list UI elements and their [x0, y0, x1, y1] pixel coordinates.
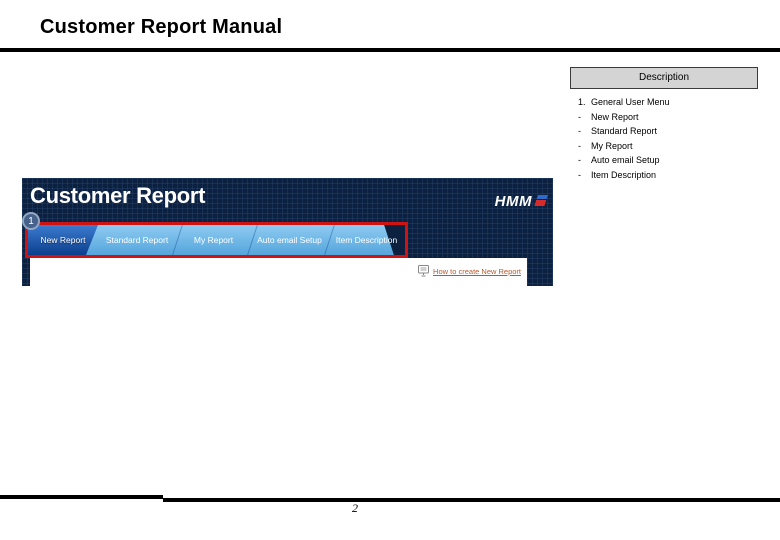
hmm-logo: HMM	[495, 193, 548, 210]
list-item-label: My Report	[591, 140, 633, 151]
list-item-label: Item Description	[591, 169, 657, 180]
app-screenshot: Customer Report HMM 1 New Report Standar…	[22, 178, 553, 286]
list-item-marker: -	[578, 169, 581, 180]
tab-new-report[interactable]: New Report	[28, 225, 98, 255]
app-header-title: Customer Report	[30, 183, 206, 208]
callout-badge-1: 1	[22, 212, 40, 230]
page-title: Customer Report Manual	[40, 16, 283, 38]
page-number: 2	[352, 501, 358, 515]
list-item-marker: -	[578, 140, 581, 151]
list-item: - Standard Report	[578, 124, 768, 139]
list-item-marker: 1.	[578, 97, 586, 107]
list-item: - New Report	[578, 110, 768, 125]
title-divider	[0, 48, 780, 52]
description-list: 1. General User Menu - New Report - Stan…	[578, 95, 768, 182]
list-item: - Item Description	[578, 168, 768, 183]
help-monitor-icon	[418, 265, 430, 277]
hmm-logo-text: HMM	[494, 193, 532, 210]
tab-my-report[interactable]: My Report	[176, 225, 251, 255]
list-item-label: Auto email Setup	[591, 155, 660, 165]
list-item-label: Standard Report	[591, 126, 658, 136]
tab-standard-report[interactable]: Standard Report	[105, 235, 169, 245]
help-link-label: How to create New Report	[433, 266, 521, 276]
list-item: - My Report	[578, 139, 768, 154]
list-item-marker: -	[578, 111, 581, 122]
tab-bar-highlight: New Report Standard Report My Report Aut…	[25, 222, 408, 258]
tab-auto-email-setup[interactable]: Auto email Setup	[251, 225, 328, 255]
list-item-label: New Report	[591, 111, 639, 122]
tab-strip: New Report Standard Report My Report Aut…	[28, 225, 405, 255]
footer-divider-right	[163, 498, 780, 502]
description-header: Description	[570, 67, 758, 89]
tab-item-description[interactable]: Item Description	[328, 225, 405, 255]
help-link[interactable]: How to create New Report	[418, 265, 521, 277]
list-item-marker: -	[578, 126, 581, 136]
app-content-area: How to create New Report	[30, 258, 527, 286]
list-item: 1. General User Menu	[578, 95, 768, 110]
list-item-marker: -	[578, 155, 581, 165]
footer-divider-left	[0, 495, 163, 499]
list-item-label: General User Menu	[591, 97, 670, 107]
list-item: - Auto email Setup	[578, 153, 768, 168]
hmm-flag-icon	[534, 195, 548, 206]
